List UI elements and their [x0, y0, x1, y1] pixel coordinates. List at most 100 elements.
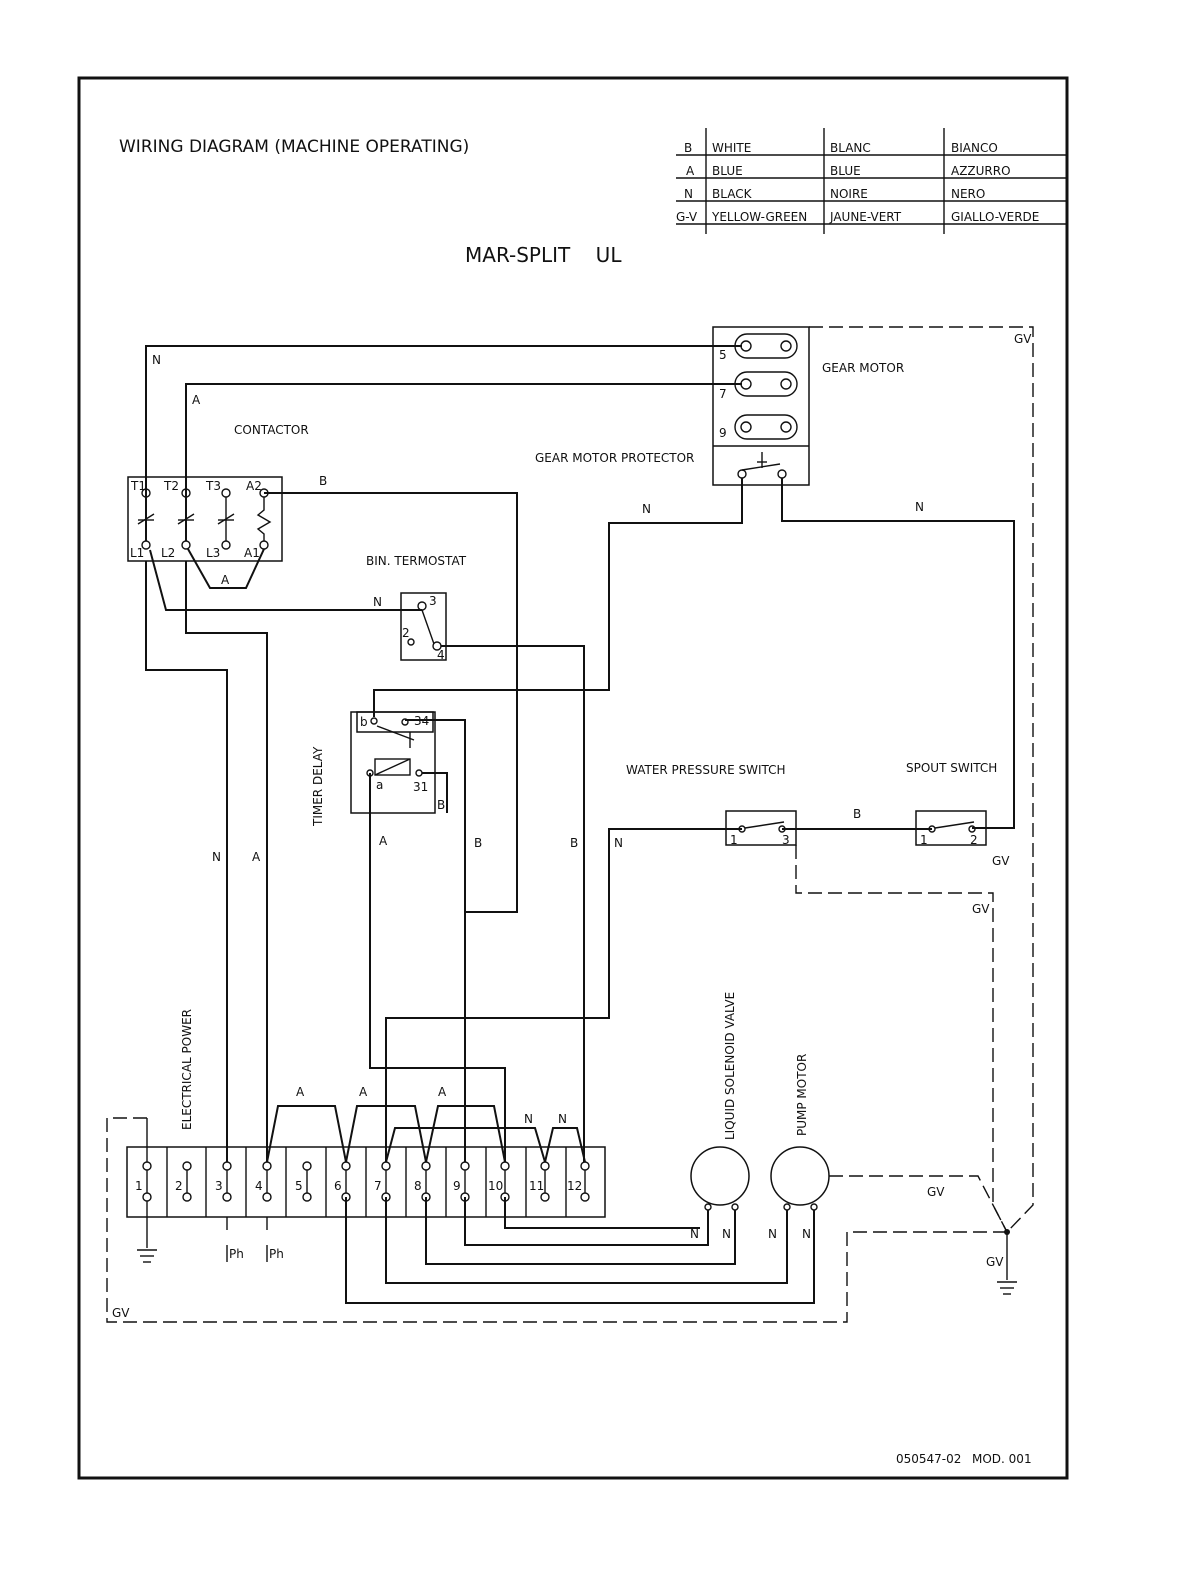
spout-switch-label: SPOUT SWITCH [906, 761, 997, 775]
wire-label: N [152, 353, 161, 367]
legend-fr-black: NOIRE [830, 187, 868, 201]
terminal-1: 1 [135, 1179, 143, 1193]
wire-label: N [690, 1227, 699, 1241]
wire-labels: N A B A N N N B N A A B B N B GV GV GV G… [112, 332, 1032, 1320]
wire-label: GV [927, 1185, 945, 1199]
terminal-6: 6 [334, 1179, 342, 1193]
wire-label: N [614, 836, 623, 850]
wire-label: N [915, 500, 924, 514]
legend-fr-white: BLANC [830, 141, 871, 155]
pump-motor-label: PUMP MOTOR [795, 1054, 809, 1136]
wire-label: A [252, 850, 261, 864]
legend-it-black: NERO [951, 187, 985, 201]
wire-label: GV [986, 1255, 1004, 1269]
spout-switch-terminal-1: 1 [920, 833, 928, 847]
terminal-4: 4 [255, 1179, 263, 1193]
wire-label: B [570, 836, 578, 850]
legend-fr-blue: BLUE [830, 164, 861, 178]
wire-label: A [438, 1085, 447, 1099]
terminal-5: 5 [295, 1179, 303, 1193]
legend-it-white: BIANCO [951, 141, 998, 155]
gear-motor-protector-label: GEAR MOTOR PROTECTOR [535, 451, 694, 465]
contactor-t3: T3 [205, 479, 221, 493]
legend-fr-ground: JAUNE-VERT [829, 210, 902, 224]
ground-wiring [106, 326, 1034, 1323]
terminal-2: 2 [175, 1179, 183, 1193]
gear-motor-terminal-9: 9 [719, 426, 727, 440]
wire-label: A [359, 1085, 368, 1099]
diagram-title: WIRING DIAGRAM (MACHINE OPERATING) [119, 137, 469, 157]
terminal-12: 12 [567, 1179, 582, 1193]
timer-terminal-b: b [360, 715, 368, 729]
wire-label: A [221, 573, 230, 587]
wire-label: A [379, 834, 388, 848]
wire-label: GV [992, 854, 1010, 868]
wire-label: N [212, 850, 221, 864]
contactor-label: CONTACTOR [234, 423, 309, 437]
wire-label: GV [1014, 332, 1032, 346]
bin-thermostat-label: BIN. TERMOSTAT [366, 554, 467, 568]
thermostat-terminal-4: 4 [437, 648, 445, 662]
contactor-l3: L3 [206, 546, 220, 560]
spout-switch-terminal-2: 2 [970, 833, 978, 847]
liquid-solenoid-valve-label: LIQUID SOLENOID VALVE [723, 992, 737, 1140]
wire-label: B [319, 474, 327, 488]
wire-label: N [524, 1112, 533, 1126]
phase-label-2: Ph [269, 1247, 284, 1261]
color-legend: B WHITE BLANC BIANCO A BLUE BLUE AZZURRO… [676, 128, 1067, 234]
terminal-3: 3 [215, 1179, 223, 1193]
wire-label: A [296, 1085, 305, 1099]
bin-thermostat: 3 2 4 [400, 592, 447, 662]
thermostat-terminal-2: 2 [402, 626, 410, 640]
gear-motor-terminal-7: 7 [719, 387, 727, 401]
drawing-frame [77, 76, 1069, 1480]
wire-label: N [802, 1227, 811, 1241]
legend-en-black: BLACK [712, 187, 753, 201]
contactor: T1 T2 T3 A2 L1 L2 L3 A1 [127, 476, 283, 562]
wire-label: B [437, 798, 445, 812]
legend-code-blue: A [686, 164, 695, 178]
wire-label: N [768, 1227, 777, 1241]
timer-delay: b 34 a 31 [350, 711, 436, 814]
contactor-l1: L1 [130, 546, 144, 560]
wire-label: N [373, 595, 382, 609]
wire-label: A [192, 393, 201, 407]
legend-en-ground: YELLOW-GREEN [711, 210, 807, 224]
contactor-a2: A2 [246, 479, 262, 493]
terminal-8: 8 [414, 1179, 422, 1193]
modification-label: MOD. 001 [972, 1452, 1032, 1466]
liquid-solenoid-valve [690, 1146, 750, 1211]
terminal-9: 9 [453, 1179, 461, 1193]
pump-motor [770, 1146, 830, 1211]
legend-it-blue: AZZURRO [951, 164, 1011, 178]
wire-label: GV [112, 1306, 130, 1320]
legend-it-ground: GIALLO-VERDE [951, 210, 1039, 224]
contactor-a1: A1 [244, 546, 260, 560]
phase-label-1: Ph [229, 1247, 244, 1261]
thermostat-terminal-3: 3 [429, 594, 437, 608]
water-switch-terminal-3: 3 [782, 833, 790, 847]
wire-label: B [474, 836, 482, 850]
model-name: MAR-SPLIT UL [465, 243, 622, 267]
timer-delay-label: TIMER DELAY [311, 746, 325, 827]
timer-terminal-a: a [376, 778, 383, 792]
drawing-number: 050547-02 [896, 1452, 961, 1466]
water-switch-terminal-1: 1 [730, 833, 738, 847]
wiring [145, 345, 1015, 1304]
wire-label: GV [972, 902, 990, 916]
timer-terminal-31: 31 [413, 780, 428, 794]
legend-code-black: N [684, 187, 693, 201]
legend-en-blue: BLUE [712, 164, 743, 178]
gear-motor-label: GEAR MOTOR [822, 361, 904, 375]
electrical-power-label: ELECTRICAL POWER [180, 1009, 194, 1130]
contactor-t1: T1 [130, 479, 146, 493]
water-pressure-switch-label: WATER PRESSURE SWITCH [626, 763, 786, 777]
wire-label: B [853, 807, 861, 821]
contactor-l2: L2 [161, 546, 175, 560]
gear-motor-terminal-5: 5 [719, 348, 727, 362]
terminal-7: 7 [374, 1179, 382, 1193]
gear-motor: 5 7 9 [712, 326, 810, 486]
terminal-block: 1 2 3 4 5 6 7 8 9 10 11 12 [126, 1146, 606, 1218]
wire-label: N [642, 502, 651, 516]
